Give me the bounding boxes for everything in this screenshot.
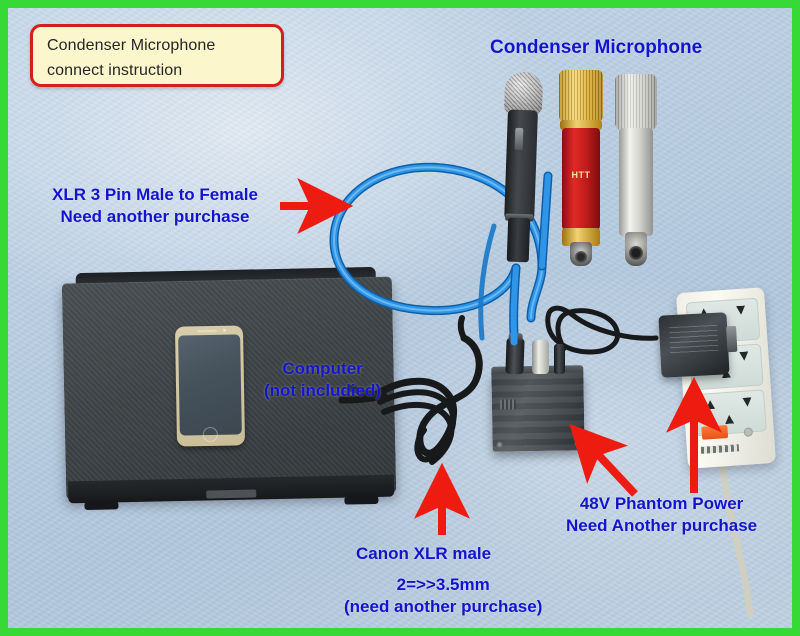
title-line-2: connect instruction <box>47 62 183 79</box>
xlr-to-3.5mm-cable <box>347 334 483 465</box>
label-xlr-cable: XLR 3 Pin Male to Female Need another pu… <box>52 184 258 228</box>
mic-xlr-connector <box>570 242 592 266</box>
xlr-connector-silver <box>532 340 549 374</box>
label-phantom-line-1: 48V Phantom Power <box>579 494 744 513</box>
dc-power-plug <box>554 344 565 374</box>
title-callout: Condenser Microphone connect instruction <box>30 24 284 87</box>
arrow-to-phantom-box <box>569 423 638 497</box>
label-computer-line-1: Computer <box>282 359 363 378</box>
label-canon-line-2: 2=>>3.5mm <box>396 575 490 594</box>
product-photo: HTT <box>8 8 792 628</box>
label-computer-line-2: (not includied) <box>264 381 382 400</box>
label-computer: Computer (not includied) <box>264 358 381 402</box>
mic-collar <box>560 120 602 130</box>
condenser-microphone-red: HTT <box>559 70 603 266</box>
label-canon-line-3: (need another purchase) <box>344 597 543 616</box>
title-line-1: Condenser Microphone <box>47 37 216 54</box>
mic-xlr-connector <box>625 232 647 266</box>
mic-grille <box>615 74 657 130</box>
label-phantom-line-2: Need Another purchase <box>566 516 758 535</box>
mic-body: HTT <box>562 128 600 230</box>
condenser-microphone-silver <box>615 74 657 266</box>
label-phantom-power: 48V Phantom Power Need Another purchase <box>566 493 757 537</box>
laptop-cable <box>338 392 388 404</box>
mic-base <box>562 228 600 246</box>
annotation-arrows <box>280 178 722 535</box>
mic-grille <box>559 70 603 122</box>
xlr-cable <box>329 162 553 341</box>
power-strip-cord <box>716 448 754 618</box>
label-canon-xlr-male: Canon XLR male <box>356 544 492 563</box>
mic-body <box>619 128 653 236</box>
mic-brand-label: HTT <box>571 170 591 180</box>
label-canon-xlr-detail: 2=>>3.5mm (need another purchase) <box>344 574 542 618</box>
label-condenser-microphone: Condenser Microphone <box>490 37 703 58</box>
label-xlr-line-2: Need another purchase <box>60 207 250 226</box>
label-xlr-line-1: XLR 3 Pin Male to Female <box>52 185 258 204</box>
